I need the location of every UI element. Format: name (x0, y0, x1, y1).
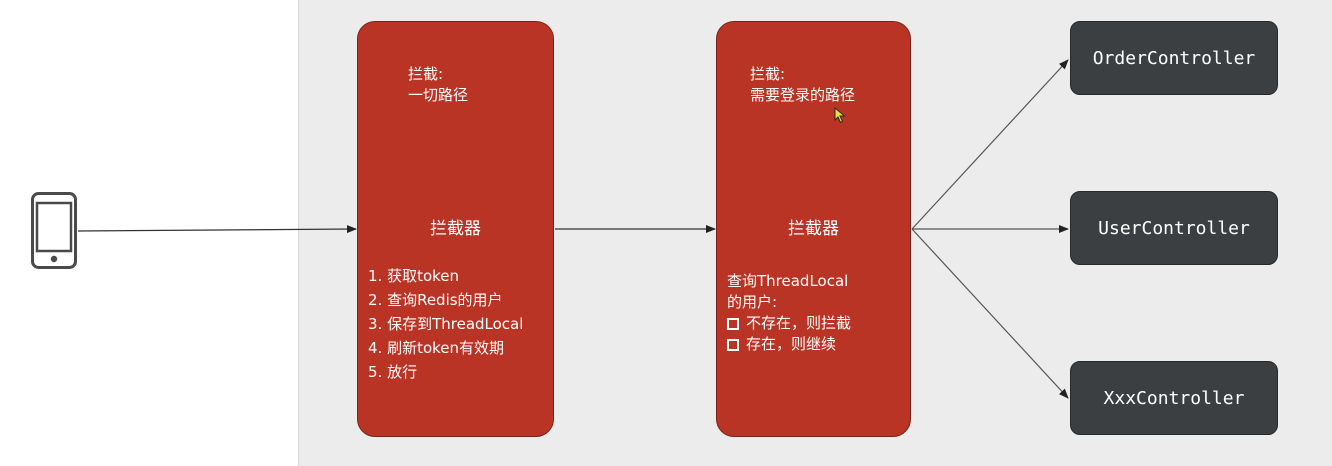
interceptor-login-paths: 拦截: 需要登录的路径 拦截器 查询ThreadLocal 的用户: 不存在，则… (716, 21, 911, 437)
xxx-controller: XxxController (1070, 361, 1278, 435)
arrow-to-order-controller (911, 59, 1069, 230)
checkbox-icon (727, 317, 739, 330)
smartphone-icon (31, 192, 77, 269)
mouse-cursor-icon (834, 107, 846, 124)
step-get-token: 1. 获取token (368, 267, 460, 285)
interceptor-2-title: 拦截器 (788, 219, 839, 239)
interceptor-1-title: 拦截器 (430, 219, 481, 239)
arrow-phone-to-interceptor-1 (77, 225, 357, 234)
interceptor-2-check: 查询ThreadLocal 的用户: 不存在，则拦截 存在，则继续 (727, 271, 851, 355)
step-save-threadlocal: 3. 保存到ThreadLocal (368, 315, 524, 333)
order-controller: OrderController (1070, 21, 1278, 95)
interceptor-2-scope-value: 需要登录的路径 (750, 86, 856, 104)
interceptor-1-scope-value: 一切路径 (408, 86, 469, 104)
option-exists: 存在，则继续 (727, 334, 851, 355)
arrow-to-xxx-controller (911, 228, 1069, 399)
option-exists-label: 存在，则继续 (746, 335, 837, 353)
check-line-2: 的用户: (727, 293, 778, 311)
interceptor-1-steps: 1. 获取token 2. 查询Redis的用户 3. 保存到ThreadLoc… (368, 264, 523, 384)
check-line-1: 查询ThreadLocal (727, 272, 849, 290)
option-not-exists: 不存在，则拦截 (727, 313, 851, 334)
interceptor-all-paths: 拦截: 一切路径 拦截器 1. 获取token 2. 查询Redis的用户 3.… (357, 21, 554, 437)
step-refresh-token: 4. 刷新token有效期 (368, 339, 505, 357)
interceptor-2-scope: 拦截: 需要登录的路径 (750, 64, 855, 106)
step-release: 5. 放行 (368, 363, 418, 381)
step-query-redis-user: 2. 查询Redis的用户 (368, 291, 503, 309)
user-controller: UserController (1070, 191, 1278, 265)
interceptor-1-scope-label: 拦截: (408, 65, 444, 83)
interceptor-2-scope-label: 拦截: (750, 65, 786, 83)
interceptor-1-scope: 拦截: 一切路径 (408, 64, 468, 106)
checkbox-icon (727, 338, 739, 351)
option-not-exists-label: 不存在，则拦截 (746, 314, 852, 332)
